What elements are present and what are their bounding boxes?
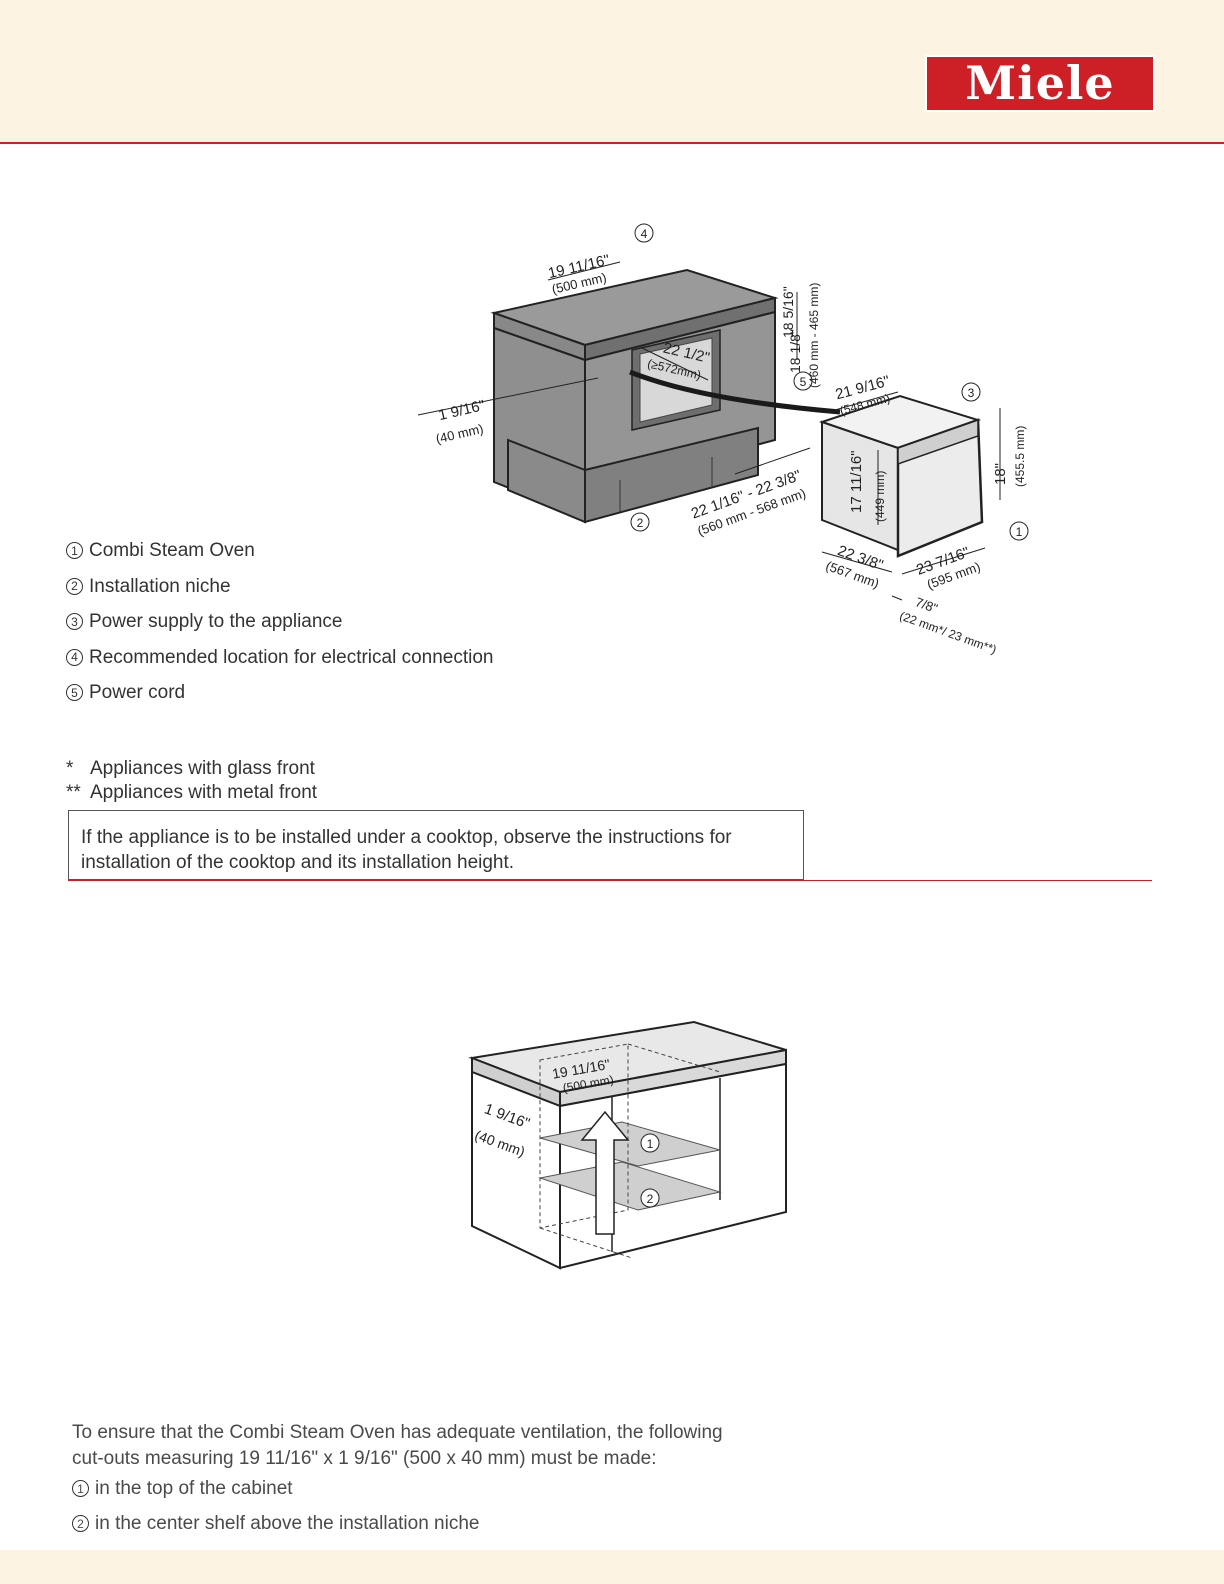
ventilation-line-2: cut-outs measuring 19 11/16" x 1 9/16" (… [72, 1448, 657, 1469]
svg-text:1: 1 [1016, 525, 1023, 539]
callout-5: 5 [793, 371, 813, 391]
callout-number: 1 [72, 1480, 89, 1497]
dim-oven-body-height-mm: (449 mm) [873, 471, 887, 522]
ventilation-line-1: To ensure that the Combi Steam Oven has … [72, 1422, 723, 1443]
svg-text:2: 2 [637, 516, 644, 530]
callout-number: 3 [66, 613, 83, 630]
cabinet-left-side [471, 1070, 561, 1270]
legend-item: 2 Installation niche [66, 576, 494, 612]
footnote-metal: **Appliances with metal front [66, 782, 318, 803]
svg-text:4: 4 [641, 227, 648, 241]
legend-item: 4 Recommended location for electrical con… [66, 647, 494, 683]
callout-2: 2 [630, 512, 650, 532]
ventilation-diagram: 1 2 19 11/16" (500 mm) 1 9/16" (40 mm) [468, 1020, 787, 1270]
installation-diagram: 4 5 3 1 2 19 11/16" (500 mm) 1 9/16" (40… [417, 223, 1029, 657]
callout-number: 1 [66, 542, 83, 559]
callout-number: 2 [72, 1515, 89, 1532]
ventilation-item: 1 in the top of the cabinet [72, 1478, 479, 1513]
legend-label: Installation niche [89, 575, 231, 597]
dim-oven-height: 18" [992, 463, 1009, 485]
legend-label: Power cord [89, 682, 186, 703]
dim-niche-height-a: 18 1/8" [787, 329, 803, 373]
cooktop-note-box: If the appliance is to be installed unde… [68, 810, 804, 880]
dim-front-thickness: 7/8" [913, 594, 940, 616]
callout-number: 5 [66, 684, 83, 701]
dim-gap-side-mm: (40 mm) [434, 421, 485, 447]
header-rule [0, 142, 1224, 144]
legend-label: Recommended location for electrical conn… [89, 646, 494, 668]
svg-text:5: 5 [800, 375, 807, 389]
legend-label: Power supply to the appliance [89, 611, 343, 632]
legend-item: 5 Power cord [66, 682, 494, 718]
ventilation-item-label: in the top of the cabinet [95, 1478, 293, 1499]
footer-band [0, 1550, 1224, 1584]
dim-niche-height-mm: (460 mm - 465 mm) [807, 283, 821, 388]
ventilation-item-label: in the center shelf above the installati… [95, 1513, 480, 1534]
dim-niche-height-b: 18 5/16" [780, 286, 796, 338]
note-line-2: installation of the cooktop and its inst… [81, 852, 515, 873]
note-line-1: If the appliance is to be installed unde… [81, 827, 732, 848]
legend-item: 3 Power supply to the appliance [66, 611, 494, 647]
legend-item: 1 Combi Steam Oven [66, 540, 494, 576]
miele-logo: Miele [925, 55, 1155, 112]
ventilation-intro: To ensure that the Combi Steam Oven has … [72, 1420, 723, 1472]
dim-front-thickness-mm: (22 mm*/ 23 mm**) [898, 609, 999, 657]
dim-gap-side: 1 9/16" [437, 397, 487, 424]
footnote-glass: *Appliances with glass front [66, 758, 315, 779]
callout-number: 4 [66, 648, 83, 666]
cabinet-front [559, 1062, 787, 1270]
svg-text:2: 2 [647, 1192, 654, 1206]
dim-oven-height-mm: (455.5 mm) [1013, 426, 1027, 487]
svg-text:1: 1 [647, 1137, 654, 1151]
ventilation-list: 1 in the top of the cabinet 2 in the cente… [72, 1478, 479, 1548]
vent-callout-2: 2 [640, 1188, 660, 1208]
callout-number: 2 [66, 577, 83, 595]
dim-oven-body-height: 17 11/16" [848, 450, 865, 513]
section-divider [68, 880, 1152, 881]
legend-label: Combi Steam Oven [89, 540, 255, 561]
vent-callout-1: 1 [640, 1133, 660, 1153]
airflow-arrow [580, 1110, 630, 1235]
svg-text:3: 3 [968, 386, 975, 400]
callout-3: 3 [961, 382, 981, 402]
footnotes: *Appliances with glass front **Appliance… [66, 757, 317, 805]
callout-1: 1 [1009, 521, 1029, 541]
power-cord [629, 369, 841, 415]
ventilation-item: 2 in the center shelf above the installat… [72, 1513, 479, 1548]
callout-4: 4 [634, 223, 654, 243]
